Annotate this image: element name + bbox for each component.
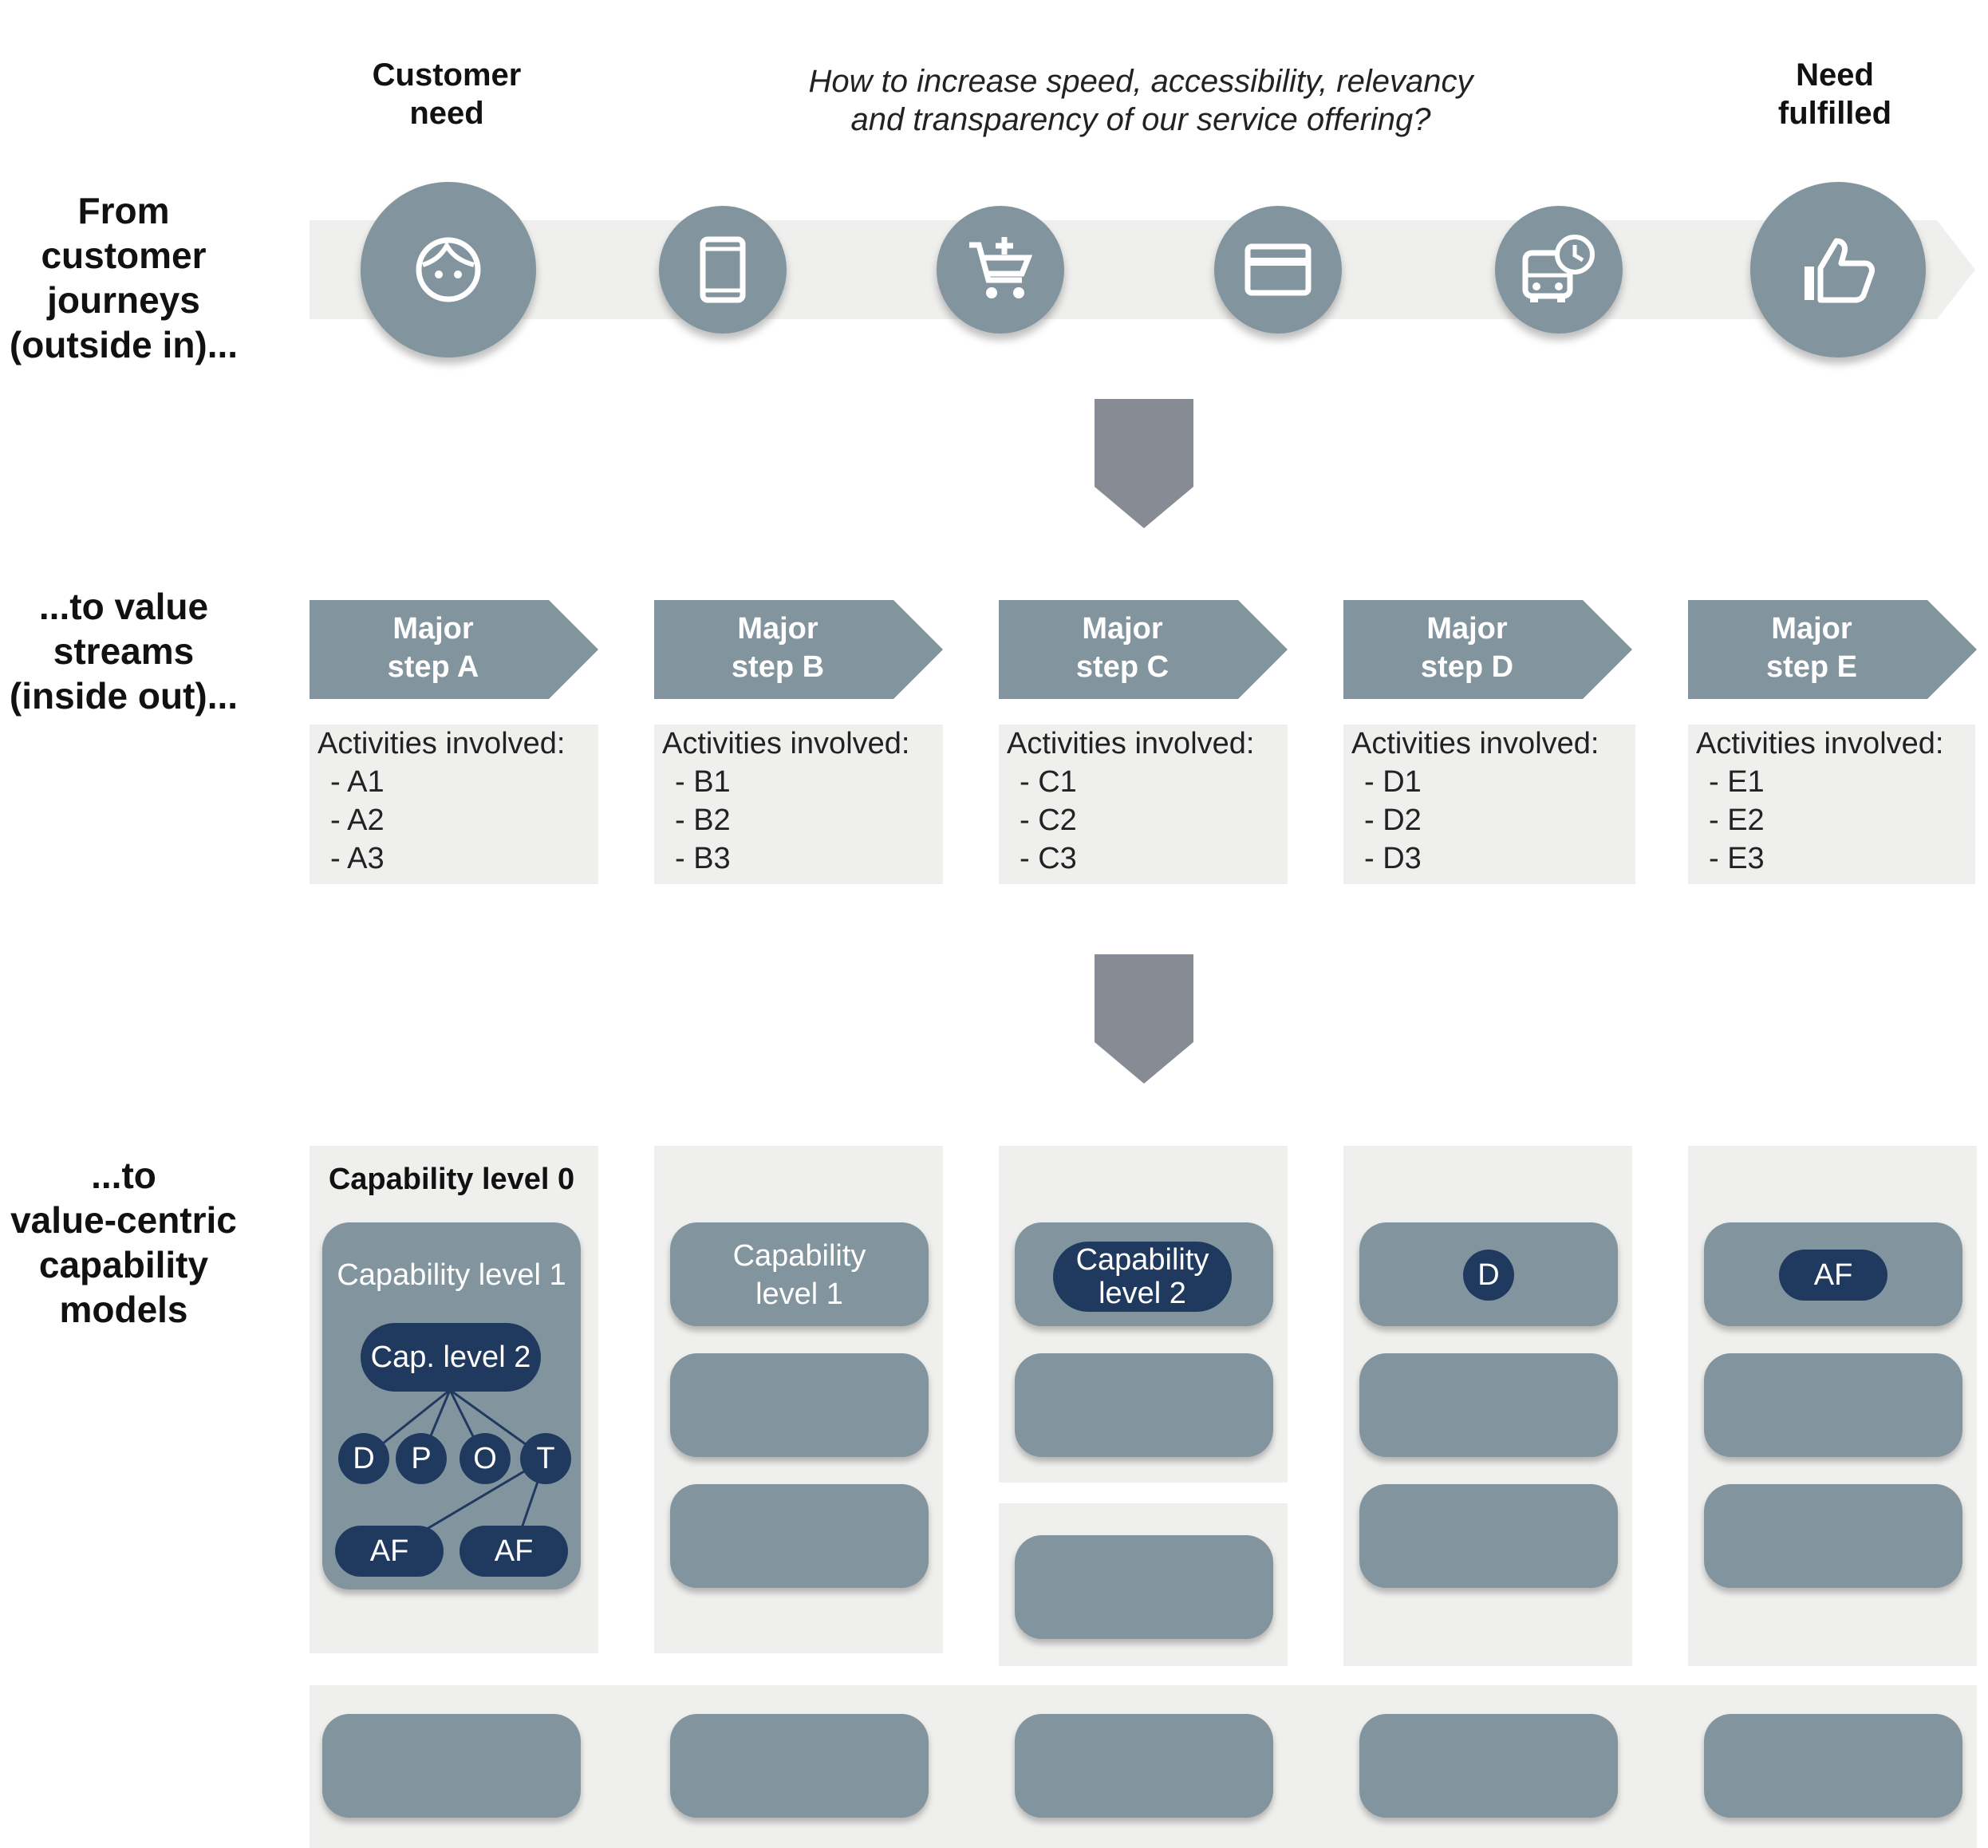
activity-item: - C2	[1020, 804, 1077, 837]
journey-step-fulfilled	[1750, 182, 1926, 357]
capability-b-line2: level 1	[755, 1277, 843, 1311]
need-fulfilled-label: Need fulfilled	[1777, 57, 1892, 131]
capability-pill-e3	[1704, 1484, 1962, 1588]
activity-item: - B1	[675, 765, 731, 799]
activity-item: - B2	[675, 804, 731, 837]
capability-pill-c2	[1015, 1353, 1273, 1457]
capability-pill-b2	[670, 1353, 929, 1457]
major-step-c: Major step C	[999, 600, 1288, 699]
capability-models-row-label: ...to value-centric capability models	[10, 1155, 237, 1330]
capability-pill-d3	[1359, 1484, 1618, 1588]
journey-band	[310, 220, 1937, 319]
down-arrow-2	[1095, 954, 1193, 1084]
credit-card-icon	[1244, 243, 1312, 296]
activities-title: Activities involved:	[662, 727, 910, 760]
foundation-pill-2	[670, 1714, 929, 1818]
step-c-line2: step C	[1075, 650, 1170, 684]
step-b-line2: step B	[731, 650, 825, 684]
add-to-cart-icon	[969, 237, 1033, 298]
step-b-line1: Major	[737, 612, 818, 646]
capability-pill-c3	[1015, 1535, 1273, 1639]
capability-level-2-node-c: Capability level 2	[1053, 1242, 1232, 1312]
step-a-line2: step A	[387, 650, 479, 684]
step-c-line1: Major	[1082, 612, 1163, 646]
activity-item: - C1	[1020, 765, 1077, 799]
question-line-1: How to increase speed, accessibility, re…	[808, 64, 1473, 99]
capability-level-2-node: Cap. level 2	[361, 1323, 541, 1392]
journey-band-arrow-tip	[1937, 220, 1975, 319]
journey-step-cart	[937, 206, 1064, 334]
step-d-line2: step D	[1420, 650, 1514, 684]
capability-pill-b3	[670, 1484, 929, 1588]
activities-c: Activities involved: - C1 - C2 - C3	[999, 725, 1288, 884]
activity-item: - A3	[330, 842, 385, 875]
activity-item: - E3	[1709, 842, 1765, 875]
journey-step-need	[361, 182, 536, 357]
activity-item: - E2	[1709, 804, 1765, 837]
capability-b-line1: Capability	[732, 1239, 866, 1273]
activities-title: Activities involved:	[1007, 727, 1255, 760]
activity-item: - C3	[1020, 842, 1077, 875]
step-e-line1: Major	[1771, 612, 1852, 646]
af-node-2: AF	[460, 1526, 568, 1577]
journey-step-delivery	[1495, 206, 1623, 334]
activities-title: Activities involved:	[1351, 727, 1599, 760]
activity-item: - D1	[1364, 765, 1422, 799]
dpot-node-t: T	[520, 1433, 571, 1484]
dpot-node-o: O	[460, 1433, 511, 1484]
activity-item: - A2	[330, 804, 385, 837]
activities-title: Activities involved:	[1696, 727, 1944, 760]
customer-need-label: Customer need	[372, 57, 522, 131]
step-d-line1: Major	[1426, 612, 1508, 646]
dpot-node-d: D	[338, 1433, 389, 1484]
journey-step-mobile	[659, 206, 787, 334]
major-step-d: Major step D	[1343, 600, 1632, 699]
value-streams-row-label: ...to value streams (inside out)...	[9, 586, 239, 717]
af-node-e: AF	[1779, 1250, 1887, 1301]
thumbs-up-icon	[1805, 238, 1875, 303]
activity-item: - A1	[330, 765, 385, 799]
major-step-b: Major step B	[654, 600, 943, 699]
activities-a: Activities involved: - A1 - A2 - A3	[310, 725, 598, 884]
activities-e: Activities involved: - E1 - E2 - E3	[1688, 725, 1975, 884]
capability-level-1-label-b: Capability level 1	[670, 1237, 929, 1313]
capability-pill-d2	[1359, 1353, 1618, 1457]
capability-c-line1: Capability	[1075, 1243, 1209, 1277]
major-step-e: Major step E	[1688, 600, 1977, 699]
smartphone-icon	[700, 236, 746, 303]
foundation-pill-1	[322, 1714, 581, 1818]
capability-pill-e2	[1704, 1353, 1962, 1457]
af-node-1: AF	[335, 1526, 444, 1577]
foundation-pill-3	[1015, 1714, 1273, 1818]
step-a-line1: Major	[392, 612, 474, 646]
foundation-pill-5	[1704, 1714, 1962, 1818]
down-arrow-1	[1095, 399, 1193, 528]
activities-title: Activities involved:	[318, 727, 566, 760]
activity-item: - D2	[1364, 804, 1422, 837]
journeys-row-label: From customer journeys (outside in)...	[9, 190, 239, 365]
dpot-node-p: P	[396, 1433, 447, 1484]
capability-level-1-label: Capability level 1	[337, 1258, 566, 1292]
activities-d: Activities involved: - D1 - D2 - D3	[1343, 725, 1635, 884]
step-e-line2: step E	[1765, 650, 1858, 684]
activity-item: - D3	[1364, 842, 1422, 875]
delivery-truck-clock-icon	[1522, 235, 1595, 302]
d-node: D	[1463, 1250, 1514, 1301]
foundation-pill-4	[1359, 1714, 1618, 1818]
activity-item: - E1	[1709, 765, 1765, 799]
activities-b: Activities involved: - B1 - B2 - B3	[654, 725, 943, 884]
capability-level-0-label: Capability level 0	[328, 1163, 575, 1196]
activity-item: - B3	[675, 842, 731, 875]
major-step-a: Major step A	[310, 600, 598, 699]
face-icon	[416, 237, 481, 302]
capability-c-line2: level 2	[1099, 1277, 1186, 1310]
capability-pill-b1	[670, 1222, 929, 1326]
question-text: How to increase speed, accessibility, re…	[782, 62, 1500, 139]
question-line-2: and transparency of our service offering…	[850, 102, 1431, 137]
journey-step-payment	[1214, 206, 1342, 334]
